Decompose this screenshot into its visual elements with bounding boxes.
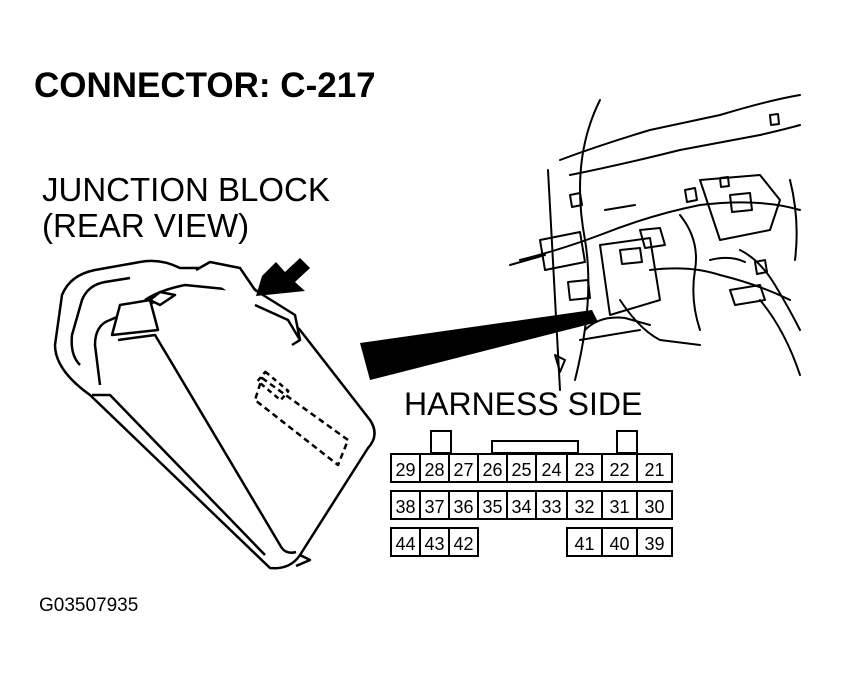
connector-pin-39: 39 [636, 527, 673, 557]
connector-pin-28: 28 [419, 453, 450, 483]
connector-pin-label: 38 [395, 497, 416, 517]
connector-pin-36: 36 [448, 490, 479, 520]
connector-pin-38: 38 [390, 490, 421, 520]
connector-pin-label: 41 [574, 534, 595, 554]
figure-id: G03507935 [39, 595, 139, 616]
junction-block-label-line1: JUNCTION BLOCK [42, 171, 330, 208]
connector-pin-24: 24 [535, 453, 568, 483]
connector-pin-42: 42 [448, 527, 479, 557]
dashboard-wiring-sketch [509, 94, 801, 391]
connector-pin-32: 32 [566, 490, 603, 520]
connector-pin-33: 33 [535, 490, 568, 520]
connector-pin-29: 29 [390, 453, 421, 483]
connector-pin-label: 43 [424, 534, 445, 554]
connector-pin-44: 44 [390, 527, 421, 557]
connector-pin-22: 22 [601, 453, 638, 483]
connector-pin-grid: 29 28 27 26 25 24 23 22 21 38 37 36 35 34 33 32 31 30 44 43… [390, 453, 675, 558]
connector-pin-label: 28 [424, 460, 445, 480]
connector-pin-label: 26 [482, 460, 503, 480]
connector-pin-label: 35 [482, 497, 503, 517]
connector-pin-40: 40 [601, 527, 638, 557]
connector-pin-label: 24 [541, 460, 562, 480]
location-pointer-wedge [360, 310, 598, 380]
connector-pin-label: 33 [541, 497, 562, 517]
connector-pin-label: 34 [511, 497, 532, 517]
connector-pin-label: 31 [609, 497, 630, 517]
connector-pin-21: 21 [636, 453, 673, 483]
connector-pin-label: 44 [395, 534, 416, 554]
connector-title: CONNECTOR: C-217 [34, 66, 376, 105]
connector-pin-label: 32 [574, 497, 595, 517]
connector-pin-label: 22 [609, 460, 630, 480]
connector-pin-label: 30 [644, 497, 665, 517]
connector-pin-label: 37 [424, 497, 445, 517]
connector-pin-label: 42 [453, 534, 474, 554]
junction-block-label: JUNCTION BLOCK (REAR VIEW) [42, 172, 330, 244]
connector-pin-25: 25 [506, 453, 537, 483]
connector-pin-label: 29 [395, 460, 416, 480]
connector-pin-37: 37 [419, 490, 450, 520]
connector-housing-outline [430, 430, 638, 454]
connector-pin-label: 21 [644, 460, 665, 480]
junction-block-drawing [53, 259, 376, 570]
connector-pin-label: 25 [511, 460, 532, 480]
connector-pin-23: 23 [566, 453, 603, 483]
connector-pin-34: 34 [506, 490, 537, 520]
connector-pin-31: 31 [601, 490, 638, 520]
connector-pin-label: 39 [644, 534, 665, 554]
connector-pin-27: 27 [448, 453, 479, 483]
connector-pin-label: 40 [609, 534, 630, 554]
junction-pointer-arrow [256, 258, 310, 296]
connector-pin-35: 35 [477, 490, 508, 520]
connector-pin-41: 41 [566, 527, 603, 557]
junction-block-label-line2: (REAR VIEW) [42, 207, 250, 244]
connector-pin-30: 30 [636, 490, 673, 520]
connector-pin-label: 27 [453, 460, 474, 480]
connector-pin-label: 36 [453, 497, 474, 517]
connector-pin-label: 23 [574, 460, 595, 480]
harness-side-label: HARNESS SIDE [404, 386, 643, 422]
connector-pin-26: 26 [477, 453, 508, 483]
connector-pin-43: 43 [419, 527, 450, 557]
